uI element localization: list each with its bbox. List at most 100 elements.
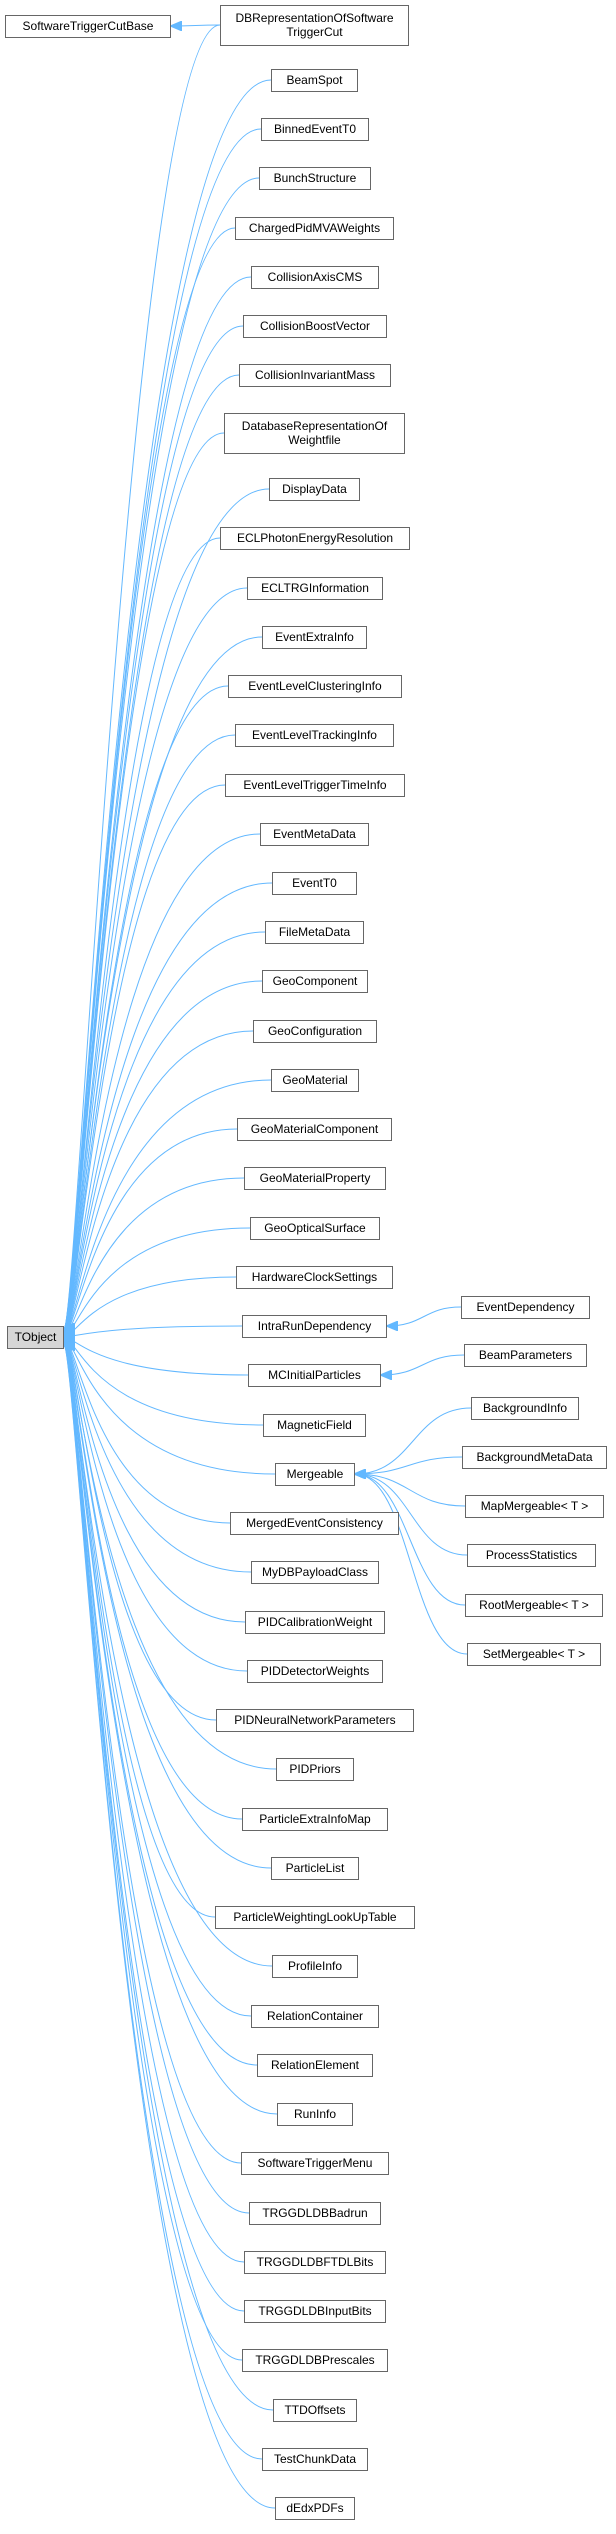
node-label: GeoOpticalSurface (264, 1221, 366, 1235)
node-file-meta-data[interactable]: FileMetaData (265, 921, 364, 944)
edge-pid-priors-to-t-object (64, 1340, 277, 1770)
node-box (260, 823, 369, 846)
node-event-dependency[interactable]: EventDependency (461, 1296, 590, 1319)
node-binned-event-t0[interactable]: BinnedEventT0 (261, 118, 369, 141)
node-box (462, 1446, 607, 1469)
node-root-mergeable[interactable]: RootMergeable< T > (465, 1594, 603, 1617)
edge-collision-axis-cms-to-t-object (64, 276, 252, 1329)
node-beam-parameters[interactable]: BeamParameters (464, 1344, 587, 1367)
node-box (272, 1955, 358, 1978)
node-collision-invariant-mass[interactable]: CollisionInvariantMass (239, 364, 391, 387)
node-software-trigger-cut-base[interactable]: SoftwareTriggerCutBase (5, 15, 171, 38)
node-intra-run-dependency[interactable]: IntraRunDependency (242, 1315, 387, 1338)
node-box (275, 2497, 355, 2520)
node-trggdldb-prescales[interactable]: TRGGDLDBPrescales (242, 2349, 388, 2372)
node-label: EventLevelTrackingInfo (252, 728, 377, 742)
node-label: BackgroundMetaData (476, 1450, 592, 1464)
edge-file-meta-data-to-t-object (64, 931, 266, 1334)
node-mc-initial-particles[interactable]: MCInitialParticles (248, 1364, 381, 1387)
node-box (271, 1069, 359, 1092)
node-label: PIDCalibrationWeight (258, 1615, 373, 1629)
edge-collision-boost-vector-to-t-object (64, 325, 244, 1329)
node-box (247, 1660, 383, 1683)
node-beam-spot[interactable]: BeamSpot (271, 69, 358, 92)
edge-event-t0-to-t-object (64, 882, 273, 1334)
edge-merged-event-consistency-to-t-object (64, 1338, 231, 1524)
node-my-db-payload-class[interactable]: MyDBPayloadClass (251, 1561, 379, 1584)
node-bunch-structure[interactable]: BunchStructure (259, 167, 371, 190)
node-label: PIDNeuralNetworkParameters (234, 1713, 395, 1727)
node-mergeable[interactable]: Mergeable (275, 1463, 355, 1486)
node-box (257, 2054, 373, 2077)
node-ecltrg-information[interactable]: ECLTRGInformation (247, 577, 383, 600)
node-box (277, 2103, 353, 2126)
node-particle-extra-info-map[interactable]: ParticleExtraInfoMap (242, 1808, 388, 1831)
node-pid-neural-network-parameters[interactable]: PIDNeuralNetworkParameters (216, 1709, 414, 1732)
node-box (244, 2251, 386, 2274)
node-trggdldbftdl-bits[interactable]: TRGGDLDBFTDLBits (244, 2251, 386, 2274)
node-box (228, 675, 402, 698)
node-ttd-offsets[interactable]: TTDOffsets (273, 2399, 357, 2422)
node-hardware-clock-settings[interactable]: HardwareClockSettings (236, 1266, 393, 1289)
node-box (251, 2005, 379, 2028)
node-magnetic-field[interactable]: MagneticField (263, 1414, 366, 1437)
node-charged-pid-mva-weights[interactable]: ChargedPidMVAWeights (235, 217, 394, 240)
node-process-statistics[interactable]: ProcessStatistics (467, 1544, 596, 1567)
node-background-info[interactable]: BackgroundInfo (471, 1397, 579, 1420)
node-event-extra-info[interactable]: EventExtraInfo (262, 626, 367, 649)
node-software-trigger-menu[interactable]: SoftwareTriggerMenu (241, 2152, 389, 2175)
node-event-level-tracking-info[interactable]: EventLevelTrackingInfo (235, 724, 394, 747)
node-particle-weighting-look-up-table[interactable]: ParticleWeightingLookUpTable (215, 1906, 415, 1929)
node-test-chunk-data[interactable]: TestChunkData (262, 2448, 368, 2471)
node-map-mergeable[interactable]: MapMergeable< T > (465, 1495, 604, 1518)
node-run-info[interactable]: RunInfo (277, 2103, 353, 2126)
node-label: MergedEventConsistency (246, 1516, 383, 1530)
node-profile-info[interactable]: ProfileInfo (272, 1955, 358, 1978)
node-box (215, 1906, 415, 1929)
node-geo-material[interactable]: GeoMaterial (271, 1069, 359, 1092)
node-event-level-clustering-info[interactable]: EventLevelClusteringInfo (228, 675, 402, 698)
node-label: GeoComponent (273, 974, 358, 988)
node-label: ParticleList (286, 1861, 345, 1875)
node-label: FileMetaData (279, 925, 351, 939)
node-pid-priors[interactable]: PIDPriors (276, 1758, 354, 1781)
node-particle-list[interactable]: ParticleList (271, 1857, 359, 1880)
node-d-edx-pd-fs[interactable]: dEdxPDFs (275, 2497, 355, 2520)
edge-beam-parameters-to-mc-initial-particles (381, 1354, 465, 1375)
node-box (259, 167, 371, 190)
edge-background-meta-data-to-mergeable (355, 1456, 463, 1474)
node-background-meta-data[interactable]: BackgroundMetaData (462, 1446, 607, 1469)
node-relation-container[interactable]: RelationContainer (251, 2005, 379, 2028)
edge-database-representation-of-weightfile-to-t-object (64, 432, 225, 1330)
node-event-level-trigger-time-info[interactable]: EventLevelTriggerTimeInfo (225, 774, 405, 797)
node-collision-boost-vector[interactable]: CollisionBoostVector (243, 315, 387, 338)
node-box (242, 1808, 388, 1831)
node-merged-event-consistency[interactable]: MergedEventConsistency (230, 1512, 399, 1535)
node-trggdldb-badrun[interactable]: TRGGDLDBBadrun (249, 2202, 381, 2225)
node-trggdldb-input-bits[interactable]: TRGGDLDBInputBits (244, 2300, 386, 2323)
node-pid-calibration-weight[interactable]: PIDCalibrationWeight (245, 1611, 385, 1634)
node-collision-axis-cms[interactable]: CollisionAxisCMS (251, 266, 379, 289)
node-box (276, 1758, 354, 1781)
node-event-t0[interactable]: EventT0 (272, 872, 357, 895)
node-geo-material-component[interactable]: GeoMaterialComponent (237, 1118, 392, 1141)
node-event-meta-data[interactable]: EventMetaData (260, 823, 369, 846)
node-label: BinnedEventT0 (274, 122, 356, 136)
node-geo-optical-surface[interactable]: GeoOpticalSurface (250, 1217, 380, 1240)
node-display-data[interactable]: DisplayData (269, 478, 360, 501)
node-label: TObject (15, 1330, 57, 1344)
node-box (244, 2300, 386, 2323)
node-ecl-photon-energy-resolution[interactable]: ECLPhotonEnergyResolution (220, 527, 410, 550)
edge-mergeable-to-t-object (64, 1338, 276, 1475)
node-label: EventLevelClusteringInfo (248, 679, 382, 693)
node-geo-component[interactable]: GeoComponent (262, 970, 368, 993)
node-set-mergeable[interactable]: SetMergeable< T > (467, 1643, 601, 1666)
node-geo-material-property[interactable]: GeoMaterialProperty (244, 1167, 386, 1190)
node-pid-detector-weights[interactable]: PIDDetectorWeights (247, 1660, 383, 1683)
node-label: PIDDetectorWeights (261, 1664, 370, 1678)
node-relation-element[interactable]: RelationElement (257, 2054, 373, 2077)
node-geo-configuration[interactable]: GeoConfiguration (253, 1020, 377, 1043)
